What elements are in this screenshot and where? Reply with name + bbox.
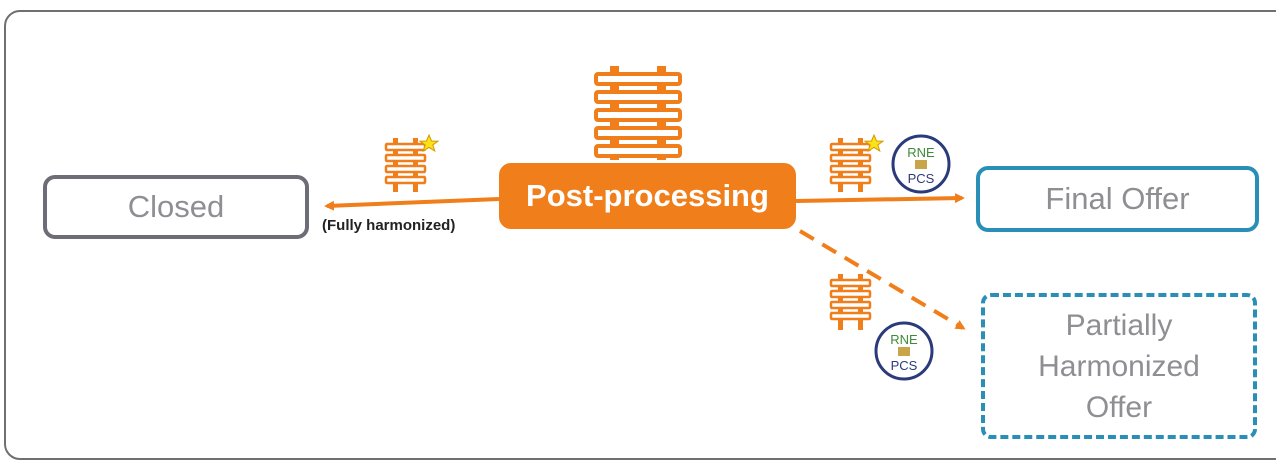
dashed-arrow-to-partially-harmonized-offer (798, 229, 966, 330)
arrow-to-closed (324, 197, 500, 211)
arrow-to-final-offer (795, 193, 965, 204)
post-processing-label: Post-processing (526, 178, 769, 213)
railway-track-star-icon-right (829, 133, 885, 192)
logo-text-top: RNE (907, 145, 935, 160)
star-icon (863, 133, 885, 153)
logo-text-bottom-lower: PCS (891, 358, 918, 373)
post-processing-node: Post-processing (499, 163, 796, 229)
partially-harmonized-line-3: Offer (1085, 390, 1153, 424)
rne-pcs-logo-icon: RNE PCS (891, 134, 951, 194)
railway-track-icon-small (829, 274, 872, 330)
railway-track-star-icon (384, 133, 440, 192)
closed-node: Closed (43, 175, 309, 239)
rne-pcs-logo-icon-lower: RNE PCS (874, 321, 934, 381)
fully-harmonized-label: (Fully harmonized) (322, 217, 456, 234)
partially-harmonized-offer-node: Partially Harmonized Offer (981, 293, 1257, 439)
partially-harmonized-line-2: Harmonized (1038, 349, 1200, 383)
logo-text-bottom: PCS (908, 171, 935, 186)
final-offer-node: Final Offer (976, 166, 1259, 232)
partially-harmonized-line-1: Partially (1065, 308, 1173, 342)
logo-text-top-lower: RNE (890, 332, 918, 347)
arrows-layer (324, 193, 966, 330)
closed-label: Closed (127, 189, 225, 224)
final-offer-label: Final Offer (1045, 181, 1190, 216)
star-icon (418, 133, 440, 153)
railway-track-icon (594, 66, 682, 160)
